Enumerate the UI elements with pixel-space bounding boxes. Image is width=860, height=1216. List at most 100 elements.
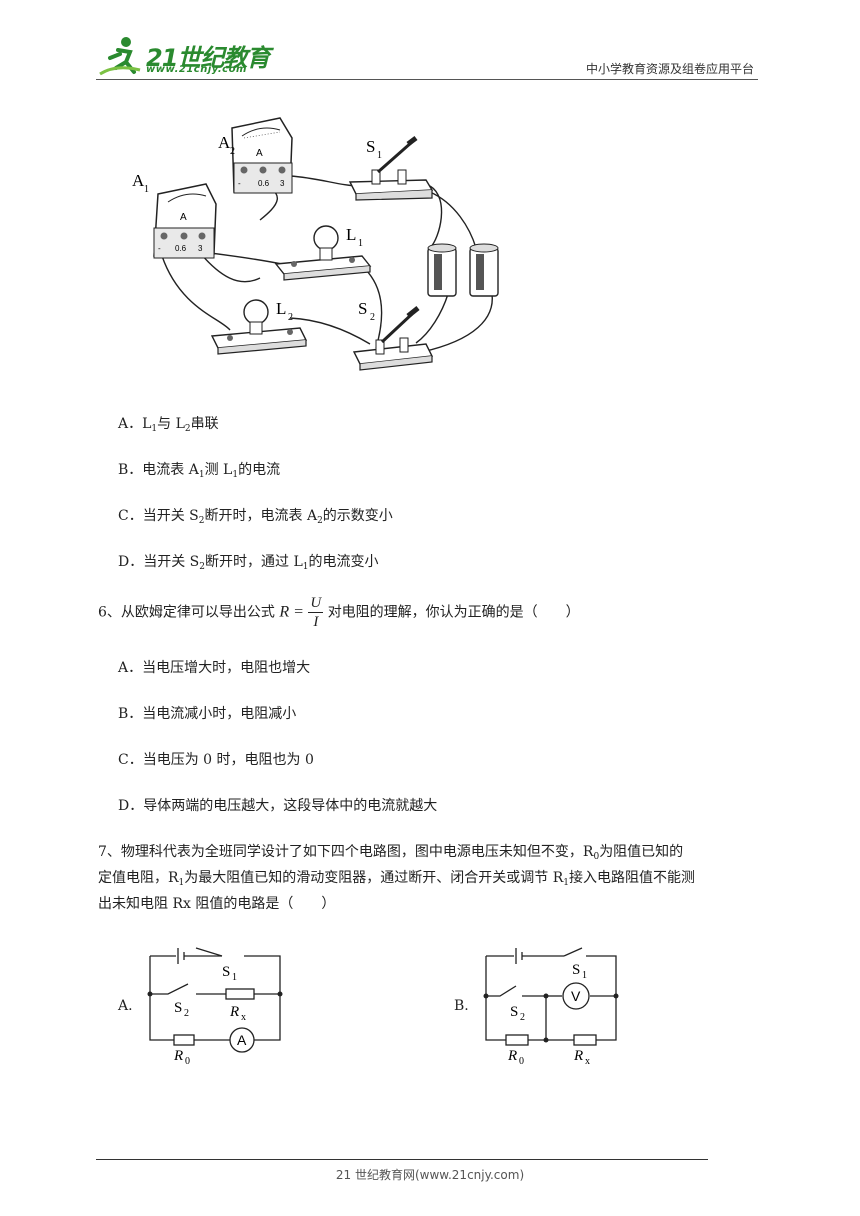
- label-a2: A: [218, 133, 231, 152]
- formula-denominator: I: [313, 614, 319, 630]
- option-text: 断开时，电流表 A: [204, 508, 318, 524]
- label-r0: R: [173, 1048, 183, 1064]
- logo-text: 21世纪教育: [146, 44, 270, 72]
- label-s1: S: [222, 964, 230, 980]
- q6-option-b[interactable]: B．当电流减小时，电阻减小: [118, 706, 297, 722]
- ammeter-a2-unit: A: [256, 148, 263, 159]
- option-text: 的示数变小: [322, 508, 393, 524]
- q6-option-d[interactable]: D．导体两端的电压越大，这段导体中的电流就越大: [118, 798, 438, 814]
- label-rx: R: [229, 1004, 239, 1020]
- subscript: 1: [232, 470, 239, 480]
- option-text: 的电流: [238, 462, 281, 478]
- physical-circuit-figure: A 0.6 - 3 A 2 A 0.6 - 3 A 1 S 1: [132, 117, 499, 371]
- question-text: 6、从欧姆定律可以导出公式: [98, 604, 280, 621]
- lamp-l2: [210, 299, 308, 355]
- q6-option-a[interactable]: A．当电压增大时，电阻也增大: [118, 660, 311, 676]
- terminal-label: -: [238, 179, 241, 188]
- header-divider: [96, 79, 758, 80]
- question-text: 为阻值已知的: [599, 844, 684, 860]
- subscript: 2: [184, 424, 191, 434]
- option-text: 测 L: [204, 462, 233, 478]
- option-text: 断开时，通过 L: [205, 554, 303, 570]
- battery-pack: [427, 243, 499, 297]
- formula-lhs: R =: [279, 603, 304, 621]
- option-text: B．电流表 A: [118, 462, 199, 478]
- label-r0: R: [507, 1048, 517, 1064]
- subscript: 2: [317, 516, 323, 526]
- subscript: 2: [199, 562, 205, 572]
- label-a2-sub: 2: [230, 146, 235, 157]
- subscript: 1: [198, 470, 205, 480]
- circuit-b-diagram: V S 1 S 2 R 0 R x: [483, 947, 619, 1064]
- question-text: 7、物理科代表为全班同学设计了如下四个电路图，图中电源电压未知但不变，R: [98, 844, 594, 860]
- logo-url: www.21cnjy.com: [146, 64, 247, 75]
- ammeter-a1-unit: A: [180, 212, 187, 223]
- subscript: 2: [198, 516, 205, 526]
- q7-stem-line1: 7、物理科代表为全班同学设计了如下四个电路图，图中电源电压未知但不变，R0为阻值…: [98, 842, 683, 867]
- wire: [289, 175, 361, 187]
- site-logo: [96, 34, 276, 80]
- option-text: D．当开关 S: [118, 554, 200, 570]
- switch-s1: [348, 136, 434, 201]
- footer-text[interactable]: 21 世纪教育网(www.21cnjy.com): [335, 1168, 525, 1182]
- formula-numerator: U: [308, 595, 324, 613]
- option-text: 与 L: [157, 416, 185, 432]
- label-r0-sub: 0: [185, 1056, 190, 1064]
- question-text: 为最大阻值已知的滑动变阻器，通过断开、闭合开关或调节 R: [184, 870, 564, 886]
- label-rx-sub: x: [241, 1012, 246, 1023]
- circuit-a-label[interactable]: A.: [118, 998, 133, 1014]
- lamp-l1: [274, 225, 372, 281]
- label-a1: A: [132, 171, 145, 190]
- option-text: A．L: [118, 416, 152, 432]
- q5-option-c[interactable]: C．当开关 S2断开时，电流表 A2的示数变小: [118, 506, 393, 531]
- circuit-b-label[interactable]: B.: [454, 998, 469, 1014]
- label-l2-sub: 2: [288, 312, 293, 323]
- label-s1-sub: 1: [377, 150, 382, 161]
- subscript: 1: [151, 424, 158, 434]
- label-rx-sub: x: [585, 1056, 590, 1064]
- switch-s2: [352, 306, 434, 371]
- runner-logo-icon: [99, 37, 141, 76]
- terminal-label: 3: [198, 244, 203, 253]
- q7-stem-line2: 定值电阻，R1为最大阻值已知的滑动变阻器，通过断开、闭合开关或调节 R1接入电路…: [98, 868, 695, 893]
- question-text: 定值电阻，R: [98, 870, 179, 886]
- ammeter-symbol: A: [237, 1032, 247, 1048]
- terminal-label: -: [158, 244, 161, 253]
- label-s1: S: [366, 137, 375, 156]
- question-text: 对电阻的理解，你认为正确的是（ ）: [327, 604, 580, 621]
- label-s2-sub: 2: [520, 1012, 525, 1023]
- terminal-label: 3: [280, 179, 285, 188]
- wire: [429, 185, 443, 249]
- label-l1: L: [346, 225, 356, 244]
- subscript: 1: [563, 878, 570, 888]
- option-text: 的电流变小: [308, 554, 379, 570]
- label-s1-sub: 1: [232, 972, 237, 983]
- question-text: 接入电路阻值不能测: [569, 870, 696, 886]
- footer-divider: [96, 1159, 708, 1160]
- label-s2-sub: 2: [184, 1008, 189, 1019]
- label-s2: S: [358, 299, 367, 318]
- label-s2-sub: 2: [370, 312, 375, 323]
- ammeter-a2: A 0.6 - 3: [231, 117, 293, 194]
- q7-stem-line3: 出未知电阻 Rx 阻值的电路是（ ）: [98, 896, 336, 912]
- q5-option-b[interactable]: B．电流表 A1测 L1的电流: [118, 460, 280, 485]
- label-l2: L: [276, 299, 286, 318]
- voltmeter-symbol: V: [571, 988, 581, 1004]
- label-rx: R: [573, 1048, 583, 1064]
- subscript: 1: [178, 878, 185, 888]
- option-text: C．当开关 S: [118, 508, 199, 524]
- terminal-label: 0.6: [175, 244, 187, 253]
- circuit-a-diagram: A S 1 S 2 R x R 0: [147, 947, 283, 1064]
- label-a1-sub: 1: [144, 184, 149, 195]
- ammeter-a1: A 0.6 - 3: [153, 183, 217, 259]
- q5-option-d[interactable]: D．当开关 S2断开时，通过 L1的电流变小: [118, 552, 378, 577]
- label-s2: S: [510, 1004, 518, 1020]
- q5-option-a[interactable]: A．L1与 L2串联: [118, 414, 219, 439]
- subscript: 0: [593, 852, 600, 862]
- label-s1-sub: 1: [582, 970, 587, 981]
- terminal-label: 0.6: [258, 179, 270, 188]
- q6-option-c[interactable]: C．当电压为 0 时，电阻也为 0: [118, 752, 314, 768]
- platform-name: 中小学教育资源及组卷应用平台: [585, 62, 754, 76]
